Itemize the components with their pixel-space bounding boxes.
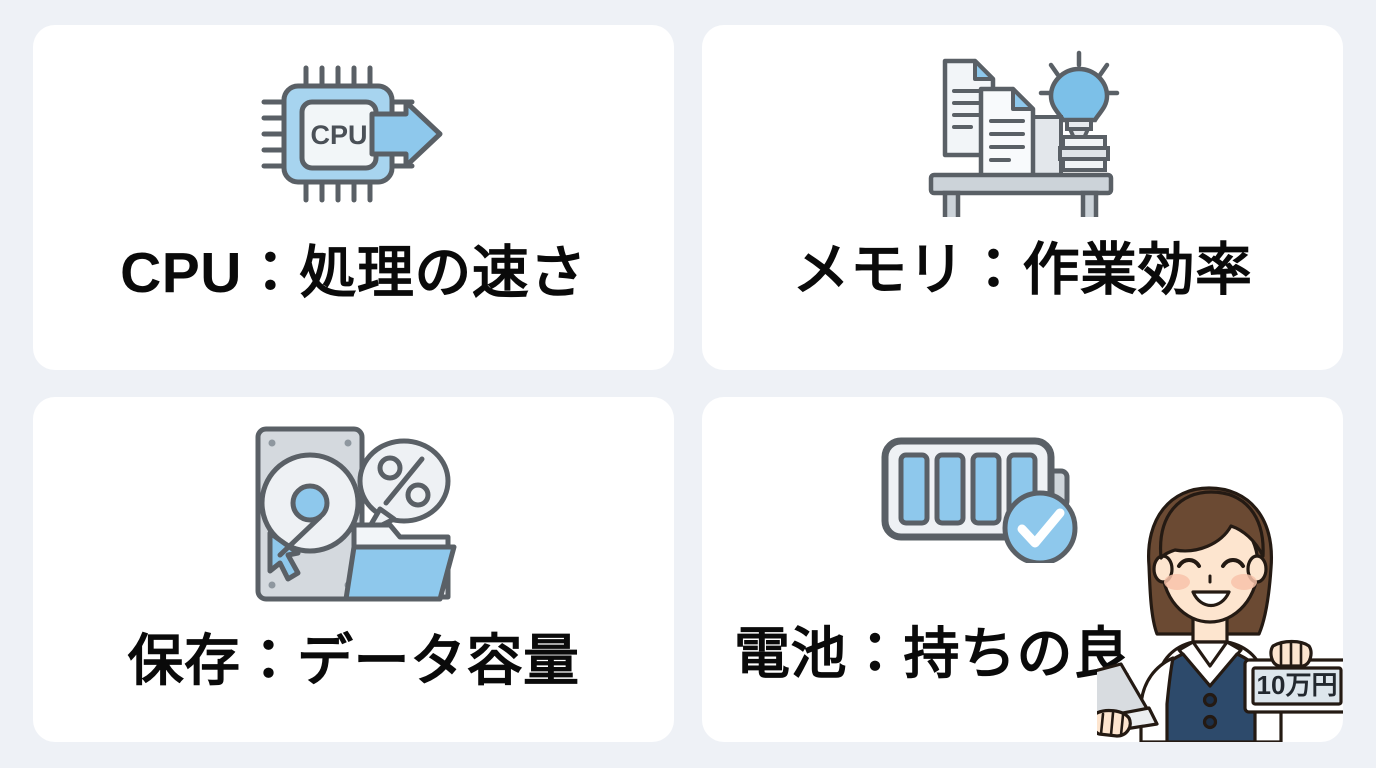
battery-check-icon bbox=[881, 437, 1077, 563]
card-label-cpu: CPU：処理の速さ bbox=[120, 241, 587, 305]
storage-icon-zone bbox=[33, 397, 674, 612]
memory-icon-zone bbox=[702, 25, 1343, 225]
hard-disk-folder-percent-icon bbox=[255, 426, 456, 601]
card-battery[interactable]: 電池：持ちの良 bbox=[702, 397, 1343, 742]
battery-icon-zone bbox=[702, 397, 1343, 587]
card-label-memory: メモリ：作業効率 bbox=[792, 238, 1253, 302]
card-memory[interactable]: メモリ：作業効率 bbox=[702, 25, 1343, 370]
desk-documents-lightbulb-icon bbox=[928, 50, 1119, 217]
card-label-storage: 保存：データ容量 bbox=[127, 629, 580, 692]
cpu-icon-text: CPU bbox=[310, 120, 367, 150]
card-storage[interactable]: 保存：データ容量 bbox=[33, 397, 674, 742]
cpu-chip-arrow-icon: CPU bbox=[261, 65, 442, 202]
cpu-icon-zone: CPU bbox=[33, 25, 674, 230]
card-cpu[interactable]: CPU CPU：処理の速さ bbox=[33, 25, 674, 370]
card-label-battery: 電池：持ちの良 bbox=[734, 622, 1130, 685]
